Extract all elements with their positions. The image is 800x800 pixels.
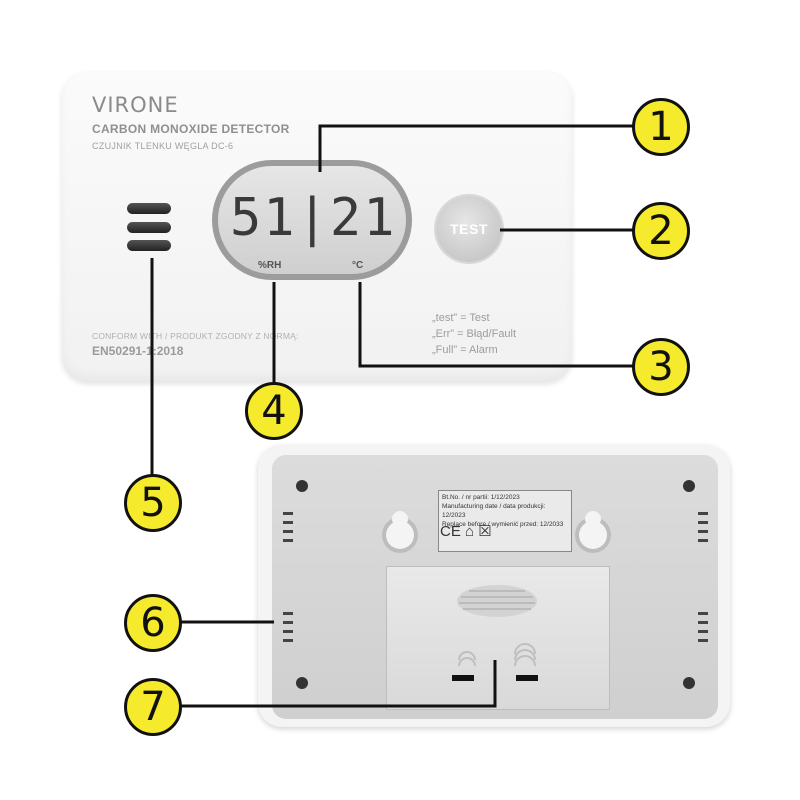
callout-line-3 [358,282,635,368]
screw-icon [296,480,308,492]
callout-badge-7: 7 [124,678,182,736]
callout-badge-1: 1 [632,98,690,156]
latch-slot [516,675,538,681]
legend-error: „Err” = Błąd/Fault [432,328,517,340]
conformity-text: CONFORM WITH / PRODUKT ZGODNY Z NORMĄ: [92,331,299,341]
product-subtitle: CZUJNIK TLENKU WĘGLA DC-6 [92,141,234,151]
humidity-unit: %RH [258,260,282,271]
test-button[interactable]: TEST [436,196,502,262]
label-batch: Bt.No. / nr partii: 1/12/2023 [442,494,520,501]
legend-full: „Full” = Alarm [432,344,498,356]
legend-test: „test” = Test [432,312,490,324]
side-vent-icon [698,512,708,542]
lcd-digits: 51|21 [230,188,397,248]
speaker-slot [127,203,171,214]
brand-logo: VIRONE [92,93,179,117]
label-replace: Replace before / wymienić przed: 12/2033 [442,521,564,528]
screw-icon [296,677,308,689]
keyhole-mount-icon [382,511,418,553]
speaker-slot [127,240,171,251]
battery-grip-icon [457,585,537,617]
speaker-slot [127,222,171,233]
side-vent-icon [698,612,708,642]
latch-icon [458,643,536,667]
lcd-display [218,166,406,274]
screw-icon [683,677,695,689]
callout-badge-2: 2 [632,202,690,260]
callout-badge-5: 5 [124,474,182,532]
norm-text: EN50291-1:2018 [92,344,184,358]
screw-icon [683,480,695,492]
callout-badge-3: 3 [632,338,690,396]
side-vent-icon [283,612,293,642]
certification-marks: CE ⌂ ☒ [440,523,492,540]
callout-badge-6: 6 [124,594,182,652]
keyhole-mount-icon [575,511,611,553]
callout-line-7 [178,660,497,708]
latch-slot [452,675,474,681]
callout-badge-4: 4 [245,382,303,440]
label-manufacture: Manufacturing date / data produkcji: 12/… [442,503,546,519]
temperature-unit: °C [352,260,364,271]
product-label: Bt.No. / nr partii: 1/12/2023 Manufactur… [438,490,572,552]
callout-line-1 [318,124,635,172]
product-title: CARBON MONOXIDE DETECTOR [92,122,290,136]
side-vent-icon [283,512,293,542]
